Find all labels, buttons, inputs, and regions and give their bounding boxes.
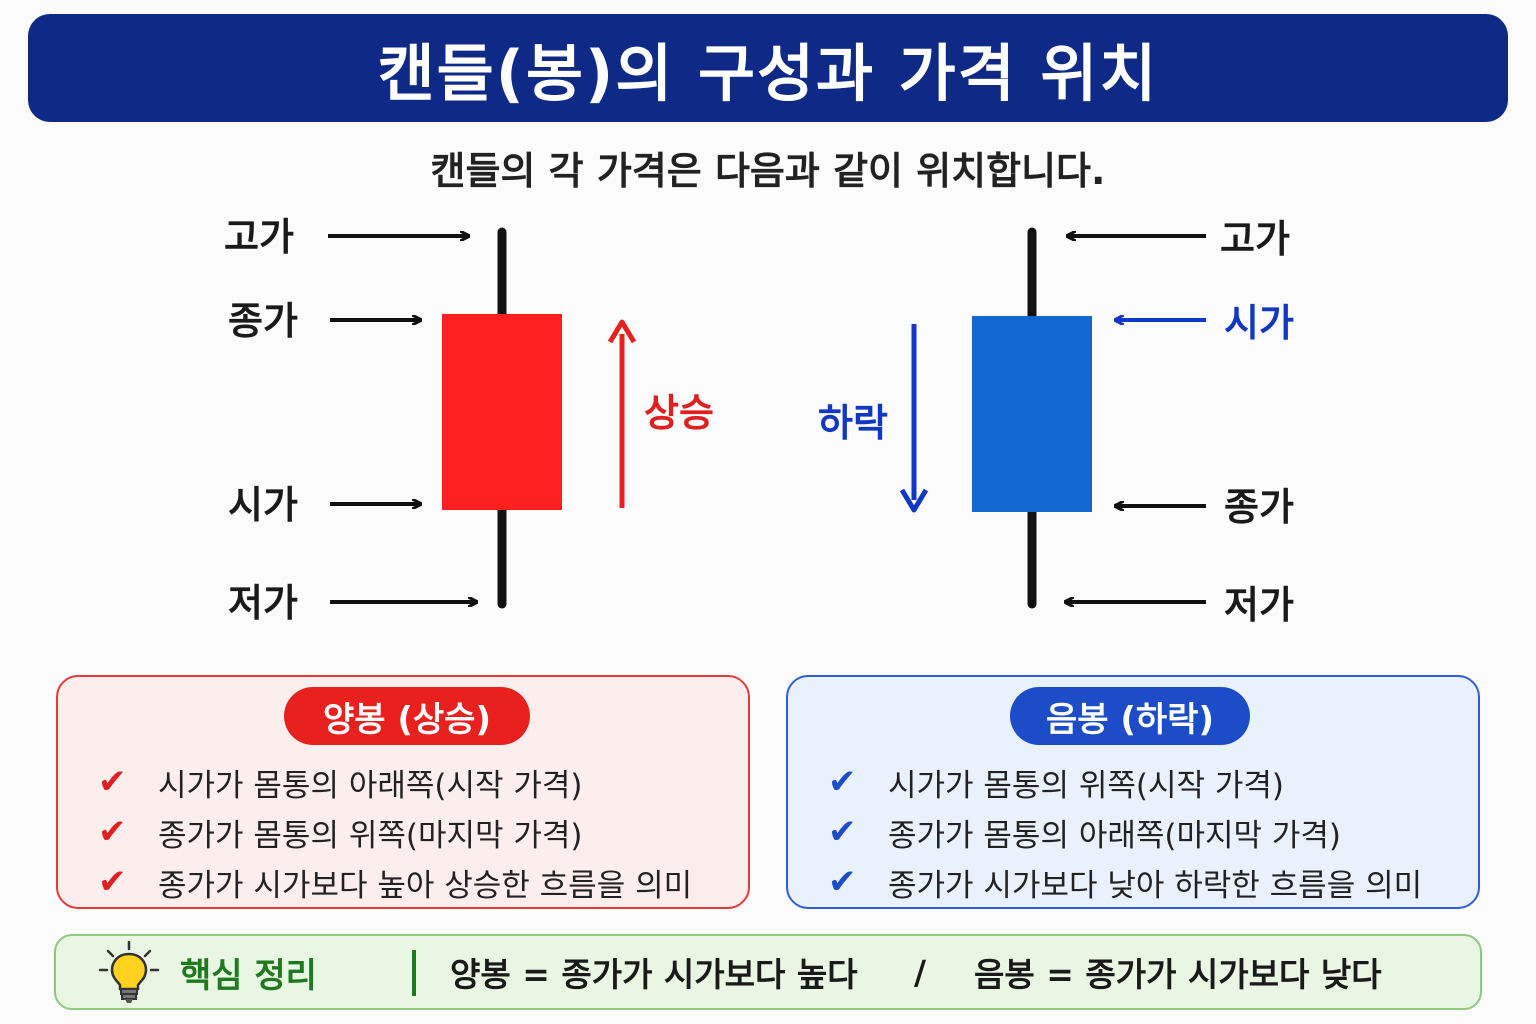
check-icon: ✔: [828, 812, 857, 852]
check-icon: ✔: [828, 762, 857, 802]
page-title: 캔들(봉)의 구성과 가격 위치: [377, 37, 1159, 110]
summary-title: 핵심 정리: [180, 955, 317, 996]
summary-bar: 핵심 정리 양봉 = 종가가 시가보다 높다 / 음봉 = 종가가 시가보다 낮…: [54, 934, 1482, 1010]
label-high-right: 고가: [1220, 217, 1290, 261]
label-open-right: 시가: [1224, 301, 1294, 345]
bullish-list: ✔시가가 몸통의 아래쪽(시작 가격) ✔종가가 몸통의 위쪽(마지막 가격) …: [98, 757, 692, 907]
bullish-title-pill: 양봉 (상승): [284, 687, 530, 745]
bearish-explanation-box: 음봉 (하락) ✔ 시가가 몸통의 위쪽(시작 가격) ✔ 종가가 몸통의 아래쪽(…: [786, 675, 1480, 909]
summary-divider: [412, 950, 416, 996]
check-icon: ✔: [98, 762, 127, 802]
label-close-right: 종가: [1224, 485, 1294, 529]
list-item-text: 시가가 몸통의 위쪽(시작 가격): [888, 767, 1284, 804]
lightbulb-icon: [98, 940, 160, 1003]
label-close-left: 종가: [228, 299, 298, 343]
bearish-title-pill: 음봉 (하락): [1010, 687, 1250, 745]
check-icon: ✔: [98, 862, 127, 902]
subtitle: 캔들의 각 가격은 다음과 같이 위치합니다.: [430, 149, 1106, 193]
up-arrow-head: [607, 319, 637, 344]
label-open-left: 시가: [228, 483, 298, 527]
list-item: ✔ 종가가 시가보다 낮아 하락한 흐름을 의미: [828, 857, 1422, 907]
title-banner: 캔들(봉)의 구성과 가격 위치: [28, 14, 1508, 122]
label-rise: 상승: [644, 391, 714, 435]
list-item-text: 종가가 시가보다 낮아 하락한 흐름을 의미: [888, 867, 1423, 904]
bearish-body: [972, 316, 1092, 512]
list-item-text: 종가가 몸통의 아래쪽(마지막 가격): [888, 817, 1342, 854]
list-item-text: 시가가 몸통의 아래쪽(시작 가격): [158, 767, 583, 804]
list-item-text: 종가가 몸통의 위쪽(마지막 가격): [158, 817, 583, 854]
check-icon: ✔: [828, 862, 857, 902]
bullish-body: [442, 314, 562, 510]
list-item: ✔ 종가가 시가보다 높아 상승한 흐름을 의미: [98, 857, 692, 907]
list-item: ✔ 시가가 몸통의 위쪽(시작 가격): [828, 757, 1422, 807]
label-low-right: 저가: [1224, 583, 1294, 627]
label-fall: 하락: [818, 401, 888, 445]
list-item-text: 종가가 시가보다 높아 상승한 흐름을 의미: [158, 867, 693, 904]
summary-bullish-rule: 양봉 = 종가가 시가보다 높다: [450, 955, 858, 994]
label-high-left: 고가: [224, 215, 294, 259]
list-item: ✔ 시가가 몸통의 아래쪽(시작 가격): [98, 757, 692, 807]
bearish-list: ✔시가가 몸통의 위쪽(시작 가격) ✔종가가 몸통의 아래쪽(마지막 가격) …: [828, 757, 1422, 907]
list-item: ✔ 종가가 몸통의 아래쪽(마지막 가격): [828, 807, 1422, 857]
summary-bearish-rule: 음봉 = 종가가 시가보다 낮다: [974, 955, 1382, 994]
summary-slash: /: [914, 952, 927, 992]
check-icon: ✔: [98, 812, 127, 852]
bullish-explanation-box: 양봉 (상승) ✔ 시가가 몸통의 아래쪽(시작 가격) ✔ 종가가 몸통의 위쪽(…: [56, 675, 750, 909]
down-arrow-head: [899, 488, 929, 513]
label-low-left: 저가: [228, 581, 298, 625]
list-item: ✔ 종가가 몸통의 위쪽(마지막 가격): [98, 807, 692, 857]
